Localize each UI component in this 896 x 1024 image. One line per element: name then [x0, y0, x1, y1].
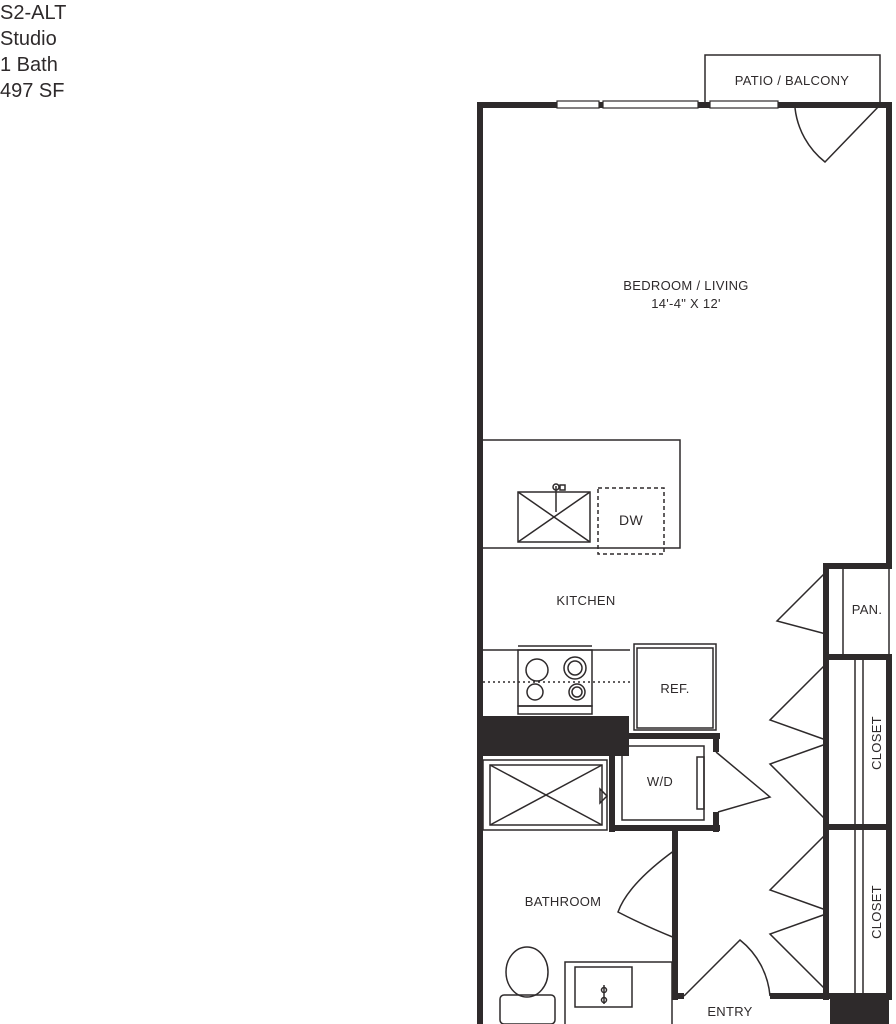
bathroom-door-swing: [617, 849, 676, 939]
living-label: BEDROOM / LIVING: [623, 278, 748, 293]
pantry: [842, 567, 890, 657]
pantry-label: PAN.: [852, 602, 883, 617]
toilet: [505, 946, 549, 998]
windows: [556, 100, 779, 109]
unit-area: 497 SF: [0, 80, 65, 102]
refrigerator-label: REF.: [660, 681, 689, 696]
outer-walls: [477, 102, 892, 1024]
closet-1-label: CLOSET: [869, 716, 884, 770]
pantry-door-swing: [775, 571, 827, 635]
wd-door-swing: [715, 751, 772, 813]
wall-block: [483, 716, 629, 756]
dishwasher: [597, 487, 665, 555]
closet-2-door-a: [768, 833, 827, 911]
closet-2-door-b: [768, 913, 827, 991]
entry-label: ENTRY: [707, 1004, 752, 1019]
closet-1-door-a: [768, 663, 827, 741]
dishwasher-label: DW: [619, 512, 643, 528]
unit-info: S2-ALT Studio 1 Bath 497 SF: [0, 0, 66, 104]
kitchen-label: KITCHEN: [556, 593, 615, 608]
entry-door-swing: [683, 938, 771, 997]
wall-block-entry: [830, 996, 889, 1024]
unit-type: Studio: [0, 28, 57, 50]
patio-door-swing: [794, 104, 881, 164]
vanity: [564, 961, 673, 1024]
kitchen-island: [483, 439, 681, 549]
refrigerator: [633, 643, 717, 731]
unit-baths: 1 Bath: [0, 54, 58, 76]
kitchen-sink: [517, 491, 591, 543]
washer-dryer-label: W/D: [647, 774, 673, 789]
bathroom-label: BATHROOM: [525, 894, 602, 909]
unit-name: S2-ALT: [0, 2, 67, 24]
closet-1-door-b: [768, 743, 827, 821]
closet-2-label: CLOSET: [869, 885, 884, 939]
living-dimensions: 14'-4" X 12': [651, 296, 721, 311]
patio-label: PATIO / BALCONY: [735, 73, 850, 88]
